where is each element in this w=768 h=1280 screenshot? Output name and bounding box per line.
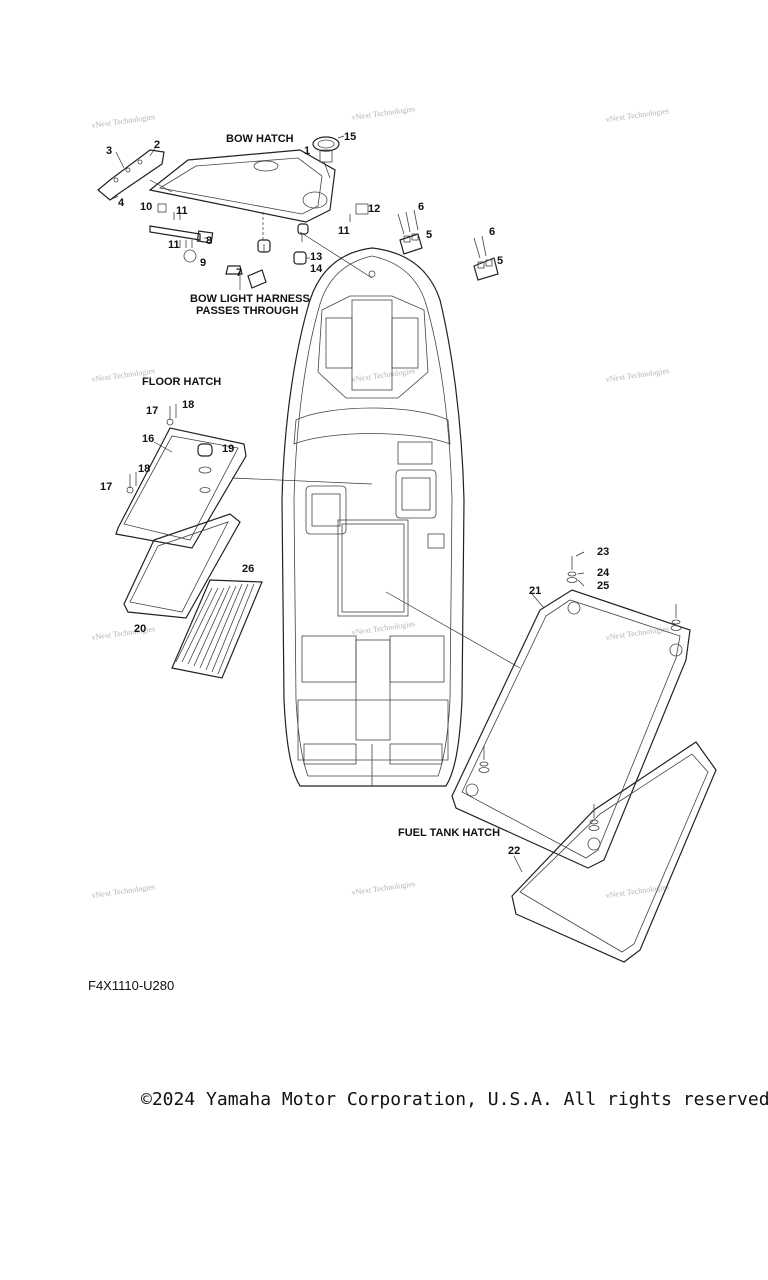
bumper[interactable] [293, 251, 307, 265]
boat-hull [281, 247, 465, 787]
watermark: vNext Technologies [351, 366, 416, 384]
watermark: vNext Technologies [351, 104, 416, 122]
bow-light[interactable] [247, 269, 267, 289]
bumper[interactable] [257, 239, 271, 253]
cleat-right[interactable] [473, 235, 499, 281]
watermarks: vNext Technologies vNext Technologies vN… [91, 104, 670, 900]
floor-mat[interactable] [171, 579, 263, 679]
callout-6-left: 6 [418, 201, 424, 213]
bow-light-grommet[interactable] [225, 265, 243, 275]
callout-16: 16 [142, 433, 154, 445]
copyright-notice: ©2024 Yamaha Motor Corporation, U.S.A. A… [141, 1089, 768, 1110]
callout-13: 13 [310, 251, 322, 263]
floor-hatch-knob[interactable] [197, 443, 213, 457]
callout-8: 8 [206, 235, 212, 247]
callout-18-bottom: 18 [138, 463, 150, 475]
watermark: vNext Technologies [91, 112, 156, 130]
callout-14: 14 [310, 263, 323, 275]
bow-hatch-heading: BOW HATCH [226, 133, 294, 145]
watermark: vNext Technologies [91, 882, 156, 900]
callout-22: 22 [508, 845, 520, 857]
watermark: vNext Technologies [605, 624, 670, 642]
callout-18-top: 18 [182, 399, 194, 411]
watermark: vNext Technologies [605, 106, 670, 124]
callout-11-top: 11 [176, 205, 188, 217]
callout-6-right: 6 [489, 226, 495, 238]
gas-strut[interactable] [149, 225, 201, 241]
callout-2: 2 [154, 139, 160, 151]
fuel-tank-hatch-gasket[interactable] [511, 741, 717, 963]
callout-3: 3 [106, 145, 112, 157]
fuel-hatch-hardware [478, 556, 682, 831]
callout-11-mid: 11 [168, 239, 180, 251]
callout-4: 4 [118, 197, 125, 209]
callout-25: 25 [597, 580, 609, 592]
knob[interactable] [312, 136, 340, 152]
callout-11-right: 11 [338, 225, 350, 237]
callout-5-right: 5 [497, 255, 503, 267]
callout-17-top: 17 [146, 405, 158, 417]
callout-20: 20 [134, 623, 146, 635]
watermark: vNext Technologies [351, 619, 416, 637]
watermark: vNext Technologies [605, 882, 670, 900]
callout-26: 26 [242, 563, 254, 575]
screws [157, 203, 369, 263]
watermark: vNext Technologies [605, 366, 670, 384]
callout-1: 1 [304, 145, 310, 157]
diagram-code: F4X1110-U280 [88, 978, 175, 993]
callout-7: 7 [236, 267, 242, 279]
callout-5-left: 5 [426, 229, 432, 241]
hinge-plate[interactable] [97, 149, 165, 201]
bow-light-note-line1: BOW LIGHT HARNESS [190, 293, 310, 305]
fuel-tank-hatch-heading: FUEL TANK HATCH [398, 827, 500, 839]
fuel-tank-hatch-lid[interactable] [451, 589, 691, 869]
bumper[interactable] [297, 223, 309, 235]
callout-9: 9 [200, 257, 206, 269]
callout-12: 12 [368, 203, 380, 215]
floor-hatch-heading: FLOOR HATCH [142, 376, 221, 388]
callout-17-bottom: 17 [100, 481, 112, 493]
callout-24: 24 [597, 567, 610, 579]
callouts: 1 2 3 4 5 5 6 6 7 8 9 10 11 11 11 12 13 … [100, 131, 610, 857]
floor-hatch-lid[interactable] [115, 427, 247, 549]
watermark: vNext Technologies [351, 879, 416, 897]
floor-hatch-gasket[interactable] [123, 513, 241, 619]
callout-23: 23 [597, 546, 609, 558]
callout-15: 15 [344, 131, 356, 143]
floor-hatch-hardware [126, 404, 177, 494]
callout-21: 21 [529, 585, 541, 597]
callout-19: 19 [222, 443, 234, 455]
bow-light-note-line2: PASSES THROUGH [196, 305, 299, 317]
bow-hatch-lid[interactable] [148, 149, 336, 223]
cleat-left[interactable] [397, 209, 423, 255]
callout-10: 10 [140, 201, 152, 213]
